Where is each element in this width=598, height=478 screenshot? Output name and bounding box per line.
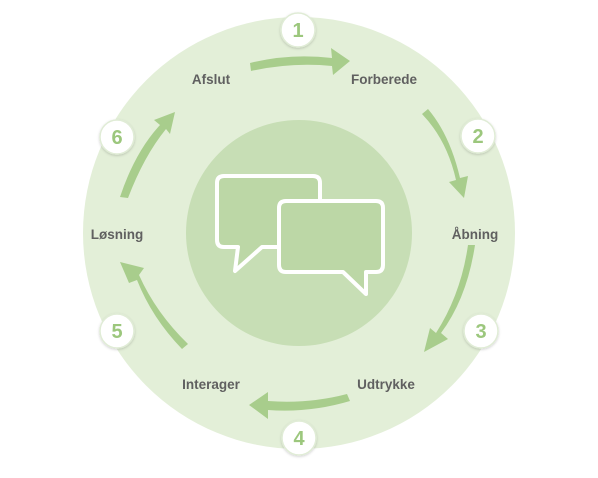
- step-label-2: Åbning: [452, 227, 499, 242]
- speech-bubbles-icon: [215, 174, 385, 296]
- cycle-arrows: [120, 48, 475, 419]
- step-badge-1: 1: [280, 12, 316, 48]
- speech-bubble-front: [277, 199, 385, 296]
- step-badges: 1 2 3 4 5 6: [99, 12, 499, 456]
- step-badge-4: 4: [281, 420, 317, 456]
- step-badge-3: 3: [463, 313, 499, 349]
- step-label-1: Forberede: [351, 72, 418, 87]
- arrow-4-to-5: [249, 392, 350, 419]
- step-badge-6: 6: [99, 119, 135, 155]
- step-number-5: 5: [111, 321, 122, 343]
- arrow-5-to-6: [120, 262, 188, 349]
- step-label-4: Interager: [182, 377, 241, 392]
- step-label-5: Løsning: [91, 227, 144, 242]
- arrow-1-to-2: [250, 48, 350, 75]
- step-badge-2: 2: [460, 118, 496, 154]
- arrow-2-to-3: [422, 109, 468, 198]
- step-number-6: 6: [111, 127, 122, 149]
- step-badge-5: 5: [99, 313, 135, 349]
- step-labels: Forberede Åbning Udtrykke Interager Løsn…: [91, 72, 499, 392]
- step-number-4: 4: [293, 428, 305, 450]
- arrow-6-to-1: [120, 112, 175, 198]
- step-number-3: 3: [475, 321, 486, 343]
- step-label-6: Afslut: [192, 72, 231, 87]
- arrow-3-to-4: [424, 245, 475, 352]
- step-number-1: 1: [292, 20, 303, 42]
- step-number-2: 2: [472, 126, 483, 148]
- step-label-3: Udtrykke: [357, 377, 415, 392]
